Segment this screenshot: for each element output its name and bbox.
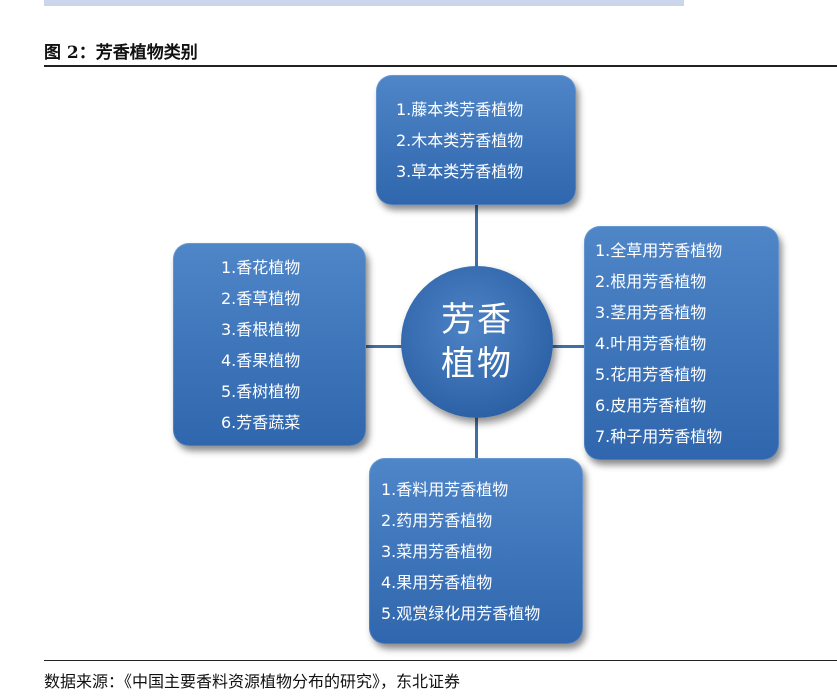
connector-bottom: [475, 416, 478, 460]
figure-title: 图 2：芳香植物类别: [44, 43, 198, 63]
category-item: 2.根用芳香植物: [595, 271, 707, 291]
source-note: 数据来源：《中国主要香料资源植物分布的研究》，东北证券: [44, 672, 461, 691]
connector-top: [475, 204, 478, 268]
category-item: 7.种子用芳香植物: [595, 426, 723, 446]
header-band: [44, 0, 684, 6]
category-item: 5.香树植物: [221, 381, 301, 401]
category-item: 5.花用芳香植物: [595, 364, 707, 384]
right-category-box: 1.全草用芳香植物 2.根用芳香植物 3.茎用芳香植物 4.叶用芳香植物 5.花…: [584, 226, 779, 460]
title-rule: [44, 65, 837, 67]
category-item: 3.香根植物: [221, 319, 301, 339]
category-item: 3.茎用芳香植物: [595, 302, 707, 322]
category-item: 2.药用芳香植物: [381, 510, 493, 530]
category-item: 5.观赏绿化用芳香植物: [381, 603, 541, 623]
connector-right: [551, 345, 586, 348]
category-item: 6.芳香蔬菜: [221, 412, 301, 432]
left-category-box: 1.香花植物 2.香草植物 3.香根植物 4.香果植物 5.香树植物 6.芳香蔬…: [173, 243, 366, 446]
category-item: 3.草本类芳香植物: [396, 161, 524, 181]
source-rule: [44, 660, 837, 661]
connector-left: [366, 345, 403, 348]
category-item: 2.香草植物: [221, 288, 301, 308]
category-item: 1.香料用芳香植物: [381, 479, 509, 499]
category-item: 4.香果植物: [221, 350, 301, 370]
category-item: 1.全草用芳香植物: [595, 240, 723, 260]
category-item: 3.菜用芳香植物: [381, 541, 493, 561]
category-item: 2.木本类芳香植物: [396, 130, 524, 150]
category-item: 4.果用芳香植物: [381, 572, 493, 592]
center-label: 芳香 植物: [441, 300, 513, 384]
center-node: 芳香 植物: [401, 266, 553, 418]
category-item: 1.香花植物: [221, 257, 301, 277]
category-item: 1.藤本类芳香植物: [396, 99, 524, 119]
top-category-box: 1.藤本类芳香植物 2.木本类芳香植物 3.草本类芳香植物: [376, 75, 576, 205]
bottom-category-box: 1.香料用芳香植物 2.药用芳香植物 3.菜用芳香植物 4.果用芳香植物 5.观…: [369, 458, 583, 644]
category-item: 6.皮用芳香植物: [595, 395, 707, 415]
category-item: 4.叶用芳香植物: [595, 333, 707, 353]
